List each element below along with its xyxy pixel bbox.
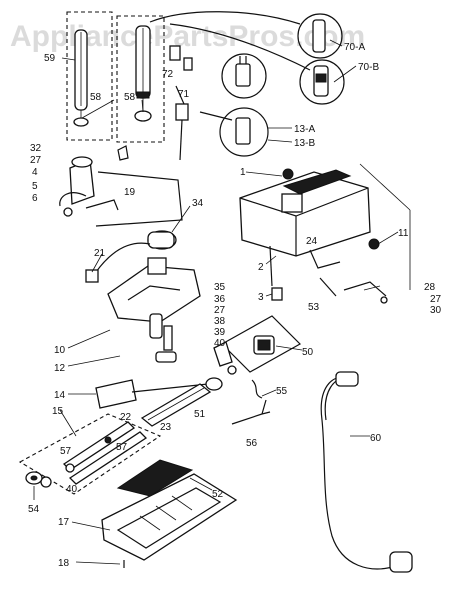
- label-32: 32: [30, 143, 42, 154]
- brush-roll-assembly: [95, 351, 223, 427]
- label-27b: 27: [430, 294, 442, 305]
- label-72: 72: [162, 69, 174, 80]
- washer-54: [25, 471, 43, 485]
- label-28: 28: [424, 282, 436, 293]
- label-55: 55: [276, 386, 288, 397]
- label-21: 21: [94, 248, 106, 259]
- switch-part-70: [297, 13, 345, 105]
- label-53: 53: [308, 302, 320, 313]
- label-2: 2: [258, 262, 264, 273]
- label-36: 36: [214, 294, 226, 305]
- label-30: 30: [430, 305, 442, 316]
- switch-50: [213, 315, 301, 375]
- label-13a: 13-A: [294, 124, 315, 135]
- label-70b: 70-B: [358, 62, 379, 73]
- tool-56: [231, 399, 271, 425]
- label-3: 3: [258, 292, 264, 303]
- label-27c: 27: [214, 305, 226, 316]
- label-23: 23: [160, 422, 172, 433]
- label-39: 39: [214, 327, 226, 338]
- label-15: 15: [52, 406, 64, 417]
- rail-box-15: [18, 413, 162, 495]
- label-24: 24: [306, 236, 318, 247]
- label-38: 38: [214, 316, 226, 327]
- motor-part-34: [85, 230, 177, 283]
- switch-housing: [239, 163, 411, 304]
- label-17: 17: [58, 517, 70, 528]
- label-12: 12: [54, 363, 66, 374]
- label-71: 71: [178, 89, 190, 100]
- label-51: 51: [194, 409, 206, 420]
- label-58b: 58: [124, 92, 136, 103]
- label-54: 54: [28, 504, 40, 515]
- label-56: 56: [246, 438, 258, 449]
- label-60: 60: [370, 433, 382, 444]
- label-10: 10: [54, 345, 66, 356]
- label-35: 35: [214, 282, 226, 293]
- label-19: 19: [124, 187, 136, 198]
- label-11: 11: [398, 228, 409, 239]
- base-frame-10: [107, 257, 201, 323]
- label-27a: 27: [30, 155, 42, 166]
- label-57b: 57: [116, 442, 128, 453]
- label-13b: 13-B: [294, 138, 315, 149]
- label-14: 14: [54, 390, 66, 401]
- label-18: 18: [58, 558, 70, 569]
- handle-tube-group: [66, 11, 165, 143]
- spring-55: [251, 379, 263, 399]
- label-58a: 58: [90, 92, 102, 103]
- label-22: 22: [120, 412, 132, 423]
- leader-lines: [33, 39, 399, 565]
- plug-part-71-72: [169, 45, 193, 161]
- label-5: 5: [32, 181, 38, 192]
- label-40a: 40: [214, 338, 226, 349]
- label-52: 52: [212, 489, 224, 500]
- label-6: 6: [32, 193, 38, 204]
- label-57a: 57: [60, 446, 72, 457]
- base-plate: [101, 459, 238, 568]
- label-4: 4: [32, 167, 38, 178]
- watermark: AppliancePartsPros.com: [10, 20, 365, 53]
- label-34: 34: [192, 198, 204, 209]
- cord-plug-13: [199, 53, 269, 157]
- label-59: 59: [44, 53, 56, 64]
- label-1: 1: [240, 167, 246, 178]
- handle-bail-assembly: [59, 145, 183, 227]
- label-40b: 40: [66, 484, 78, 495]
- hose-60: [320, 371, 413, 573]
- label-70a: 70-A: [344, 42, 365, 53]
- label-50: 50: [302, 347, 314, 358]
